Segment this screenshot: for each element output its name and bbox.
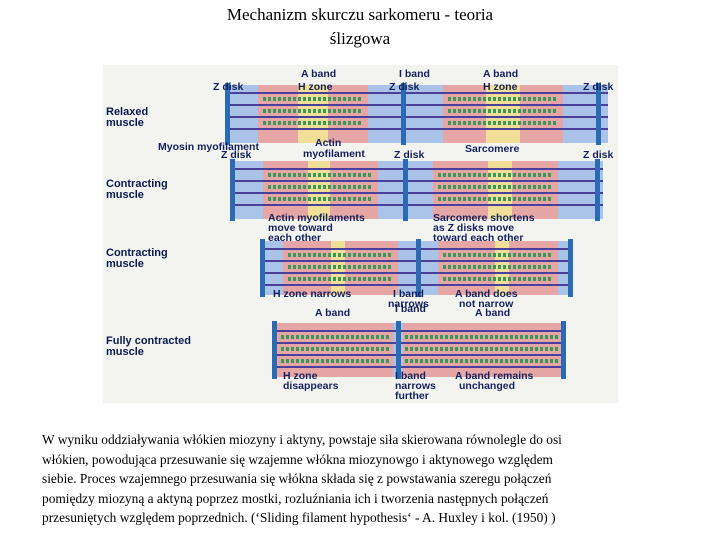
- label-z-disk-3: Z disk: [583, 81, 614, 93]
- row-label-relaxed: Relaxed muscle: [106, 106, 151, 129]
- label-a-band-1: A band: [301, 68, 336, 80]
- label-z-disk-6: Z disk: [583, 149, 614, 161]
- label-z-disk-4: Z disk: [221, 149, 252, 161]
- caption: W wyniku oddziaływania włókien miozyny i…: [42, 430, 682, 528]
- label-a-band-not-narrow: A band does not narrow: [455, 288, 521, 310]
- title-line-2: ślizgowa: [329, 29, 391, 48]
- page-title: Mechanizm skurczu sarkomeru - teoria śli…: [0, 3, 720, 51]
- label-sarcomere: Sarcomere: [465, 143, 519, 155]
- label-a-band-2: A band: [483, 68, 518, 80]
- label-actin: Actin myofilament: [303, 137, 365, 160]
- caption-line-4: pomiędzy miozyną a aktyną poprzez mostki…: [42, 490, 549, 506]
- caption-line-1: W wyniku oddziaływania włókien miozyny i…: [42, 432, 562, 447]
- row-label-contracting-2: Contracting muscle: [106, 247, 171, 270]
- label-h-zone-2: H zone: [483, 81, 518, 93]
- label-z-disk-5: Z disk: [394, 149, 425, 161]
- label-a-band-unchanged: A band remains unchanged: [455, 370, 536, 392]
- sarcomere-diagram-svg: Relaxed muscle Contracting muscle Contra…: [106, 68, 614, 402]
- row-label-fully-contracted: Fully contracted muscle: [106, 335, 194, 358]
- label-i-band-narrows: I band narrows: [388, 288, 429, 310]
- label-h-zone-narrows: H zone narrows: [273, 288, 351, 300]
- label-actin-move: Actin myofilaments move toward each othe…: [268, 212, 368, 244]
- label-sarcomere-shortens: Sarcomere shortens as Z disks move towar…: [433, 212, 537, 244]
- label-z-disk-1: Z disk: [213, 81, 244, 93]
- label-i-band-1: I band: [399, 68, 430, 80]
- row-relaxed: [225, 83, 608, 145]
- caption-line-5: przesuniętych względem poprzednich. (‘Sl…: [42, 510, 556, 526]
- row-contracting-1: [230, 159, 603, 221]
- row-contracting-2: [260, 239, 573, 297]
- sarcomere-diagram: Relaxed muscle Contracting muscle Contra…: [103, 65, 618, 403]
- label-i-band-further: I band narrows further: [395, 370, 439, 402]
- label-a-band-4: A band: [475, 307, 510, 319]
- label-myosin: Myosin myofilament: [158, 141, 259, 153]
- label-i-band-2: I band: [395, 303, 426, 315]
- label-h-zone-disappears: H zone disappears: [283, 370, 339, 392]
- label-a-band-3: A band: [315, 307, 350, 319]
- title-line-1: Mechanizm skurczu sarkomeru - teoria: [226, 5, 494, 24]
- label-z-disk-2: Z disk: [389, 81, 420, 93]
- caption-line-2: włókien, powodująca przesuwanie się wzaj…: [42, 451, 553, 467]
- caption-line-3: siebie. Proces wzajemnego przesuwania si…: [42, 471, 552, 487]
- label-h-zone-1: H zone: [298, 81, 333, 93]
- row-fully-contracted: [272, 321, 566, 379]
- row-label-contracting-1: Contracting muscle: [106, 178, 171, 201]
